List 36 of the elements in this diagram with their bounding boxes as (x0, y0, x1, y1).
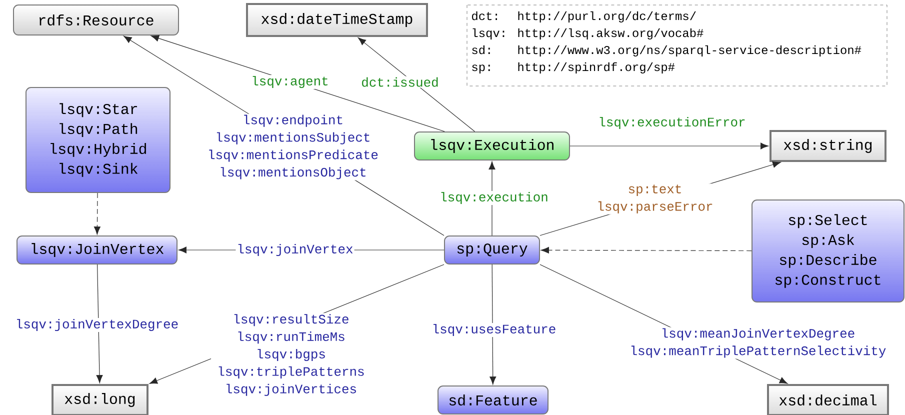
edge-label: lsqv:joinVertex (236, 242, 354, 258)
class-box: rdfs:Resource (13, 4, 179, 36)
arrow (94, 192, 100, 235)
arrow (490, 264, 496, 385)
edge-label: lsqv:execution (438, 190, 550, 206)
edge-label: lsqv:joinVertexDegree (14, 318, 180, 332)
namespace-uri: http://lsq.aksw.org/vocab# (518, 28, 704, 40)
edge-label: dct:issued (360, 76, 440, 88)
class-box: lsqv:Star lsqv:Path lsqv:Hybrid lsqv:Sink (26, 87, 170, 193)
class-box: sd:Feature (438, 386, 548, 414)
edge-label: lsqv:agent (250, 74, 330, 90)
edge-label: sp:text lsqv:parseError (590, 184, 720, 214)
arrow (570, 142, 769, 150)
arrow (540, 246, 752, 254)
edge-label: lsqv:executionError (597, 116, 747, 130)
namespace-prefix: lsqv: (472, 28, 504, 40)
edge-label: lsqv:resultSize lsqv:runTimeMs lsqv:bgps lsqv:triplePatterns lsqv:joinVertices (211, 313, 371, 397)
class-box: lsqv:Execution (414, 132, 570, 160)
namespace-uri: http://www.w3.org/ns/sparql-service-description# (518, 45, 862, 56)
datatype-box: xsd:string (770, 130, 886, 162)
datatype-box: xsd:long (52, 384, 148, 415)
edge-label: lsqv:endpoint lsqv:mentionsSubject lsqv:mentionsPredicate lsqv:mentionsObject (201, 114, 385, 180)
arrow (96, 264, 103, 384)
class-box: lsqv:JoinVertex (16, 236, 178, 264)
namespace-prefix: sp: (472, 64, 490, 74)
namespace-prefix: sd: (472, 45, 490, 54)
edge-label: lsqv:usesFeature (430, 322, 558, 338)
namespace-prefix: dct: (472, 11, 497, 20)
class-box: sp:Select sp:Ask sp:Describe sp:Construct (752, 200, 904, 302)
namespace-uri: http://purl.org/dc/terms/ (518, 11, 696, 22)
datatype-box: xsd:dateTimeStamp (246, 3, 428, 37)
arrow (358, 37, 476, 132)
datatype-box: xsd:decimal (767, 384, 889, 415)
namespace-uri: http://spinrdf.org/sp# (518, 62, 675, 74)
edge-label: lsqv:meanJoinVertexDegree lsqv:meanTriplePatternSelectivity (624, 327, 892, 359)
class-box: sp:Query (444, 236, 540, 264)
